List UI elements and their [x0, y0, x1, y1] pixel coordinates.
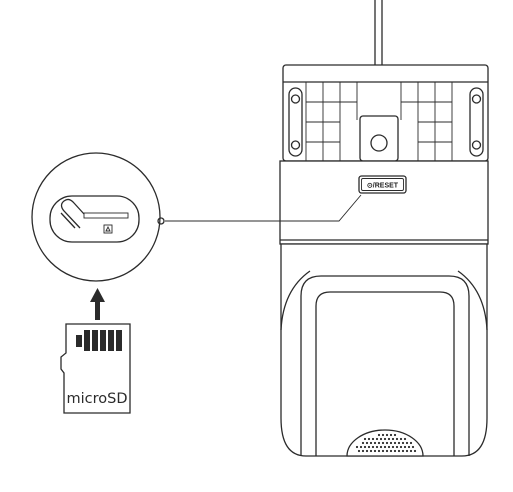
speaker-hole — [407, 445, 411, 449]
speaker-hole — [399, 437, 403, 441]
speaker-hole — [385, 441, 389, 445]
speaker-hole — [381, 449, 385, 453]
arrow-up-icon — [90, 288, 105, 320]
speaker-hole — [387, 437, 391, 441]
speaker-hole — [411, 445, 415, 449]
reset-button: ⊙/RESET — [358, 175, 407, 194]
speaker-hole — [373, 449, 377, 453]
speaker-grille — [346, 429, 424, 457]
speaker-hole — [369, 449, 373, 453]
speaker-hole — [403, 445, 407, 449]
speaker-hole — [383, 437, 387, 441]
speaker-hole — [409, 441, 413, 445]
speaker-hole — [393, 433, 397, 437]
speaker-hole — [371, 437, 375, 441]
speaker-hole — [375, 437, 379, 441]
card-contacts — [76, 330, 122, 351]
camera-body-top — [279, 160, 489, 245]
speaker-hole — [413, 449, 417, 453]
speaker-hole — [383, 445, 387, 449]
speaker-hole — [355, 445, 359, 449]
speaker-hole — [389, 449, 393, 453]
speaker-hole — [365, 441, 369, 445]
speaker-hole — [397, 449, 401, 453]
microsd-card: microSD — [60, 323, 131, 414]
eject-pin-icon — [60, 198, 85, 229]
microsd-label: microSD — [66, 391, 127, 407]
speaker-hole — [391, 437, 395, 441]
speaker-hole — [371, 445, 375, 449]
speaker-hole — [389, 441, 393, 445]
speaker-hole — [379, 445, 383, 449]
speaker-hole — [359, 445, 363, 449]
speaker-hole — [377, 441, 381, 445]
speaker-hole — [361, 449, 365, 453]
speaker-hole — [357, 449, 361, 453]
speaker-hole — [367, 437, 371, 441]
speaker-hole — [395, 445, 399, 449]
card-slot-icon — [103, 224, 113, 234]
speaker-hole — [363, 437, 367, 441]
speaker-hole — [373, 441, 377, 445]
speaker-hole — [369, 441, 373, 445]
speaker-hole — [379, 437, 383, 441]
speaker-hole — [401, 441, 405, 445]
speaker-hole — [385, 449, 389, 453]
speaker-hole — [397, 441, 401, 445]
speaker-hole — [405, 441, 409, 445]
speaker-hole — [381, 441, 385, 445]
speaker-hole — [401, 449, 405, 453]
speaker-hole — [389, 433, 393, 437]
speaker-hole — [395, 437, 399, 441]
speaker-hole — [365, 449, 369, 453]
speaker-hole — [363, 445, 367, 449]
speaker-hole — [367, 445, 371, 449]
speaker-hole — [375, 445, 379, 449]
speaker-hole — [381, 433, 385, 437]
sd-slot-panel — [31, 152, 161, 282]
speaker-hole — [377, 433, 381, 437]
speaker-hole — [405, 449, 409, 453]
speaker-hole — [377, 449, 381, 453]
speaker-hole — [385, 433, 389, 437]
camera-lens-housing — [280, 243, 488, 457]
speaker-hole — [403, 437, 407, 441]
speaker-hole — [393, 441, 397, 445]
speaker-hole — [399, 445, 403, 449]
reset-button-label: ⊙/RESET — [367, 183, 399, 190]
mounting-bracket — [282, 64, 489, 162]
speaker-hole — [393, 449, 397, 453]
speaker-hole — [361, 441, 365, 445]
speaker-hole — [391, 445, 395, 449]
speaker-hole — [409, 449, 413, 453]
speaker-hole — [387, 445, 391, 449]
